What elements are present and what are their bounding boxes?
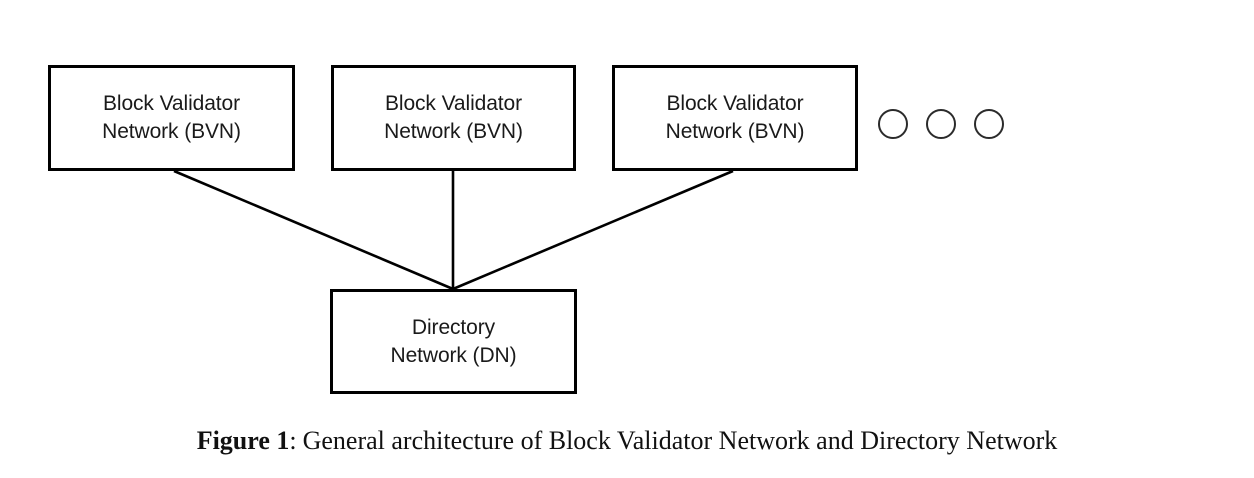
node-label-line-2: Network (BVN) — [384, 120, 523, 143]
figure-caption-separator: : — [289, 426, 297, 455]
node-label-line-2: Network (BVN) — [102, 120, 241, 143]
node-label-line-2: Network (DN) — [390, 343, 517, 367]
edge-bvn3-to-dn — [452, 169, 734, 291]
connector-layer — [173, 169, 734, 291]
node-label-line-1: Block Validator — [102, 92, 240, 115]
circle-icon-2 — [926, 109, 956, 139]
figure-caption-text: General architecture of Block Validator … — [302, 426, 1058, 455]
figure-caption-label: Figure 1 — [196, 426, 290, 455]
circle-icon-3 — [974, 109, 1004, 139]
circle-icon-1 — [878, 109, 908, 139]
node-label-line-2: Network (BVN) — [665, 120, 805, 143]
node-label-line-1: Block Validator — [384, 92, 522, 115]
node-label-line-1: Block Validator — [666, 92, 804, 115]
edge-bvn1-to-dn — [173, 169, 454, 291]
node-label-line-1: Directory — [411, 315, 496, 339]
figure-caption: Figure 1:General architecture of Block V… — [0, 424, 1254, 458]
ellipsis-circles-group — [872, 104, 1012, 146]
